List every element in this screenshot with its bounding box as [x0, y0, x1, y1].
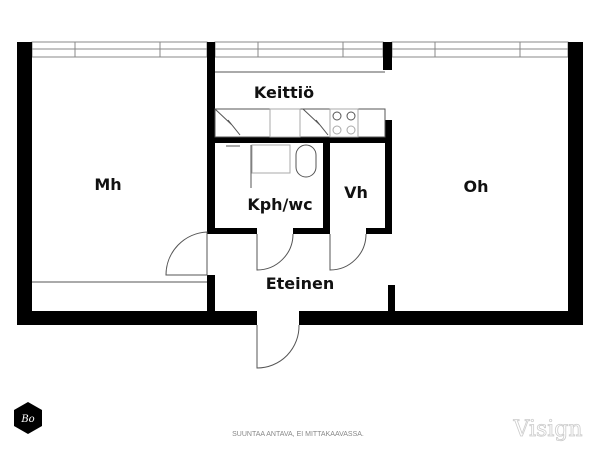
walls: [17, 42, 583, 325]
disclaimer: SUUNTAA ANTAVA, EI MITTAKAAVASSA.: [232, 431, 364, 438]
room-label-eteinen: Eteinen: [266, 274, 335, 293]
room-label-vh: Vh: [344, 183, 368, 202]
svg-text:Bo: Bo: [20, 414, 34, 425]
room-label-kph-wc: Kph/wc: [247, 195, 312, 214]
room-label-mh: Mh: [94, 175, 121, 194]
room-label-keittio: Keittiö: [254, 83, 314, 102]
bo-logo: Bo: [14, 402, 42, 434]
fixtures: [32, 71, 386, 369]
visign-logo: Visign: [512, 417, 582, 442]
windows: [31, 41, 569, 58]
room-label-oh: Oh: [464, 177, 489, 196]
